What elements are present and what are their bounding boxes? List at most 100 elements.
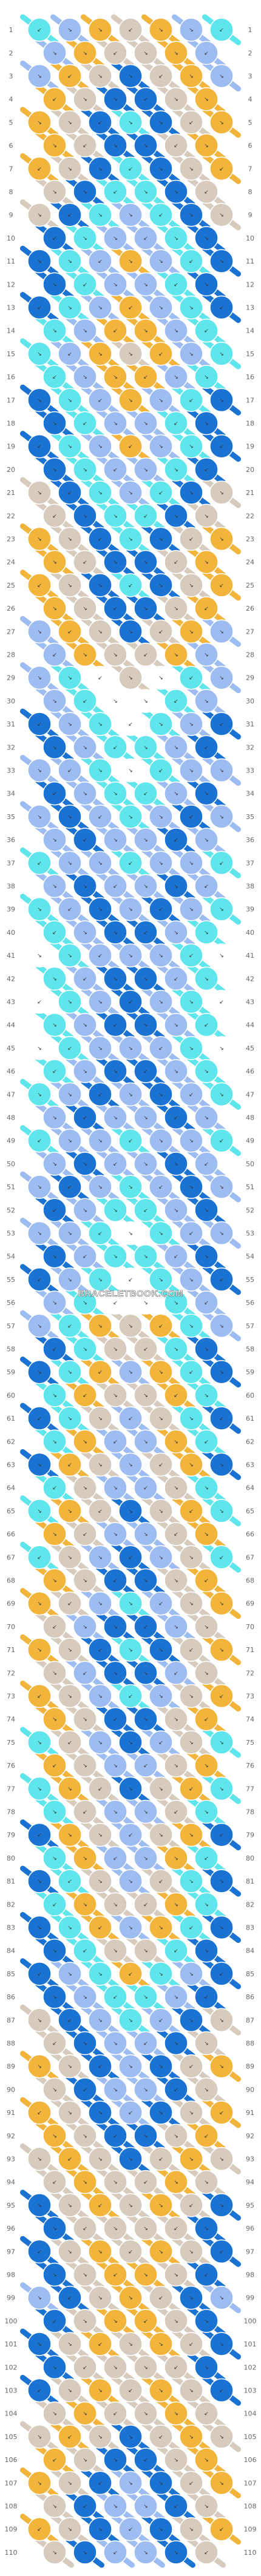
knot-direction-icon: ↘	[83, 1207, 87, 1213]
knot: ↙	[42, 2309, 67, 2333]
knot: ↘	[134, 2401, 158, 2426]
knot-direction-icon: ↙	[204, 1578, 209, 1584]
knot: ↙	[58, 202, 82, 227]
knot-direction-icon: ↘	[174, 884, 178, 890]
knot: ↙	[58, 619, 82, 644]
knot-direction-icon: ↘	[98, 305, 103, 311]
knot: ↙	[179, 1915, 203, 1940]
knot-direction-icon: ↙	[174, 699, 178, 705]
knot-direction-icon: ↘	[98, 2017, 103, 2023]
row-number: 28	[246, 651, 254, 659]
knot: ↘	[73, 2309, 97, 2333]
knot-direction-icon: ↘	[52, 467, 57, 473]
knot: ↙	[73, 1244, 97, 1269]
knot: ↘	[179, 202, 203, 227]
knot-direction-icon: ↘	[113, 374, 118, 380]
knot-direction-icon: ↙	[52, 97, 57, 103]
knot: ↙	[103, 41, 127, 65]
knot-direction-icon: ↘	[98, 351, 103, 357]
knot-direction-icon: ↘	[174, 1161, 178, 1167]
row-number: 27	[7, 628, 15, 636]
knot: ↘	[27, 805, 52, 829]
knot: ↘	[42, 2540, 67, 2564]
knot: ↘	[209, 1221, 234, 1246]
knot: ↘	[179, 2378, 203, 2403]
knot: ↘	[73, 1429, 97, 1454]
knot: ↘	[149, 295, 173, 320]
knot: ↙	[73, 1938, 97, 1963]
knot-direction-icon: ↙	[128, 27, 133, 33]
knot: ↙	[118, 434, 143, 459]
knot-direction-icon: ↘	[128, 814, 133, 820]
knot: ↘	[134, 2494, 158, 2518]
knot-direction-icon: ↙	[52, 374, 57, 380]
knot: ↘	[88, 2517, 112, 2541]
knot: ↙	[149, 64, 173, 88]
knot-direction-icon: ↘	[98, 1046, 103, 1052]
knot: ↙	[88, 1499, 112, 1523]
knot: ↘	[149, 712, 173, 736]
knot: ↙	[73, 272, 97, 297]
knot-direction-icon: ↙	[83, 560, 87, 566]
knot-direction-icon: ↘	[158, 2110, 163, 2116]
knot-direction-icon: ↘	[52, 2226, 57, 2232]
knot: ↘	[179, 1175, 203, 1199]
knot-direction-icon: ↙	[113, 1023, 118, 1029]
knot-direction-icon: ↘	[83, 930, 87, 936]
knot-direction-icon: ↘	[83, 2041, 87, 2047]
knot-direction-icon: ↙	[219, 1833, 224, 1839]
row-number: 33	[246, 767, 254, 775]
knot-direction-icon: ↙	[158, 1184, 163, 1190]
row-number: 68	[246, 1577, 254, 1585]
knot: ↘	[42, 318, 67, 343]
knot-direction-icon: ↙	[37, 166, 42, 172]
knot-direction-icon: ↘	[158, 1647, 163, 1653]
knot-direction-icon: ↘	[67, 259, 72, 265]
knot: ↘	[27, 2332, 52, 2356]
knot-direction-icon: ↙	[158, 1462, 163, 1469]
knot: ↙	[73, 411, 97, 436]
knot: ↙	[164, 828, 188, 852]
knot: ↘	[149, 1221, 173, 1246]
knot: ↘	[194, 781, 219, 806]
row-number: 35	[7, 813, 15, 821]
knot: ↘	[42, 1290, 67, 1315]
row-number: 82	[7, 1900, 15, 1908]
knot: ↙	[27, 851, 52, 875]
knot-direction-icon: ↘	[113, 1902, 118, 1908]
knot-direction-icon: ↘	[98, 722, 103, 728]
knot-direction-icon: ↘	[143, 560, 148, 566]
knot: ↙	[118, 1822, 143, 1847]
knot: ↘	[73, 874, 97, 898]
knot-direction-icon: ↙	[113, 1161, 118, 1167]
knot-direction-icon: ↙	[219, 1971, 224, 1977]
knot: ↙	[149, 897, 173, 921]
row-number: 74	[7, 1716, 15, 1724]
knot-direction-icon: ↘	[204, 1115, 209, 1121]
knot-direction-icon: ↘	[37, 1462, 42, 1469]
knot: ↘	[58, 434, 82, 459]
knot-direction-icon: ↘	[67, 2388, 72, 2394]
knot: ↘	[164, 1475, 188, 1500]
knot: ↘	[209, 1638, 234, 1662]
knot-direction-icon: ↘	[83, 2550, 87, 2556]
knot: ↙	[149, 1452, 173, 1477]
row-number: 89	[246, 2063, 254, 2071]
knot-direction-icon: ↙	[204, 190, 209, 196]
knot: ↘	[27, 1036, 52, 1060]
knot: ↘	[27, 1915, 52, 1940]
knot-direction-icon: ↙	[158, 213, 163, 219]
knot-direction-icon: ↘	[67, 2342, 72, 2348]
knot-direction-icon: ↙	[174, 1393, 178, 1399]
knot: ↘	[88, 1452, 112, 1477]
row-number: 41	[246, 952, 254, 960]
knot: ↘	[118, 1499, 143, 1523]
knot-direction-icon: ↙	[67, 2157, 72, 2163]
knot-direction-icon: ↘	[189, 2388, 194, 2394]
row-number: 6	[248, 142, 253, 150]
row-number: 28	[7, 651, 15, 659]
knot: ↙	[134, 2309, 158, 2333]
knot-direction-icon: ↘	[98, 1833, 103, 1839]
knot: ↙	[134, 781, 158, 806]
knot: ↘	[58, 2193, 82, 2217]
